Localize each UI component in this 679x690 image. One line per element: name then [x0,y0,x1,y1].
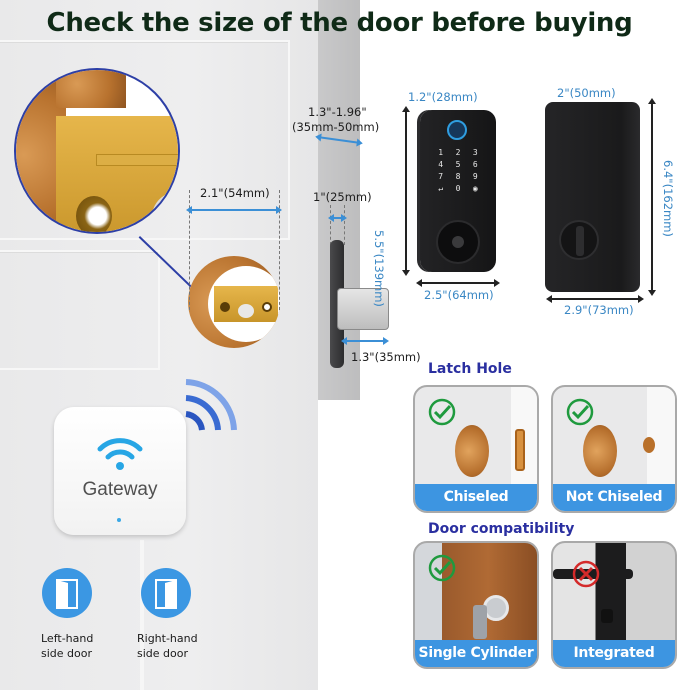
fingerprint-sensor-icon [447,120,467,140]
wood-texture [56,70,126,108]
bolt-throw-arrow [341,337,389,345]
wifi-icon [97,438,143,470]
keypad-key: 9 [472,172,478,181]
thumb-turn-handle [576,226,584,256]
back-height-arrow [648,98,656,296]
front-width-arrow [416,279,500,287]
keypad-key: 6 [472,160,478,169]
not-chiseled-card: Not Chiseled [551,385,677,513]
keypad-key: 5 [455,160,461,169]
bore-hole [583,425,617,477]
screw-hole [262,302,272,312]
smart-lock-front: 1 2 3 4 5 6 7 8 9 ↵ 0 ◉ [420,110,496,272]
back-height-dimension: 6.4"(162mm) [661,160,675,237]
front-height-arrow [402,106,410,276]
backset-dimension: 2.1"(54mm) [200,186,270,200]
back-width-arrow [546,295,644,303]
keypad-key: 1 [438,148,444,157]
keypad-key: 0 [455,184,461,193]
door-molding [0,250,160,370]
dimension-guide [279,190,280,310]
keypad-key: 4 [438,160,444,169]
front-depth-dimension: 1.2"(28mm) [408,90,478,104]
gateway-label: Gateway [82,479,158,500]
chiseled-latch-hole [515,429,525,471]
keypad-key-enter-icon: ↵ [438,184,444,193]
front-height-dimension: 5.5"(139mm) [372,230,386,307]
dimension-guide [330,205,331,245]
latch-small [188,256,280,348]
gateway-device: Gateway [54,407,186,535]
left-hand-door-icon [42,568,92,618]
right-hand-door-icon [141,568,191,618]
bolt-throw-dimension: 1.3"(35mm) [351,350,421,364]
latch-bolt-end [152,192,178,232]
label-line: Right-hand [137,632,198,645]
thumb-knob [601,609,613,623]
keypad-key-lock-icon: ◉ [472,184,478,193]
backset-arrow [186,206,282,214]
dimension-guide [344,205,345,245]
key-icon [473,605,487,639]
latch-plate [56,116,178,232]
chiseled-card: Chiseled [413,385,539,513]
door-compatibility-heading: Door compatibility [428,521,575,537]
latch-plate [214,286,278,322]
key-cylinder [436,220,480,264]
back-depth-dimension: 2"(50mm) [557,86,616,100]
front-width-dimension: 2.5"(64mm) [424,288,494,302]
screw-hole [220,302,230,312]
card-caption: Not Chiseled [553,484,675,511]
latch-slot [96,154,178,166]
integrated-card: Integrated [551,541,677,669]
wireless-signal-icon [185,379,237,431]
check-icon [428,398,456,426]
right-hand-label: Right-hand side door [137,631,198,661]
card-caption: Integrated [553,640,675,667]
keypad-key: 2 [455,148,461,157]
card-caption: Chiseled [415,484,537,511]
faceplate-width-dimension: 1"(25mm) [313,190,372,204]
check-icon [566,398,594,426]
label-line: side door [41,647,92,660]
keypad-key: 3 [472,148,478,157]
single-cylinder-card: Single Cylinder [413,541,539,669]
keyhole-icon [452,236,464,248]
lever-handle [553,569,633,579]
left-hand-label: Left-hand side door [41,631,93,661]
label-line: Left-hand [41,632,94,645]
cross-icon [572,560,600,588]
door-panel-line [140,540,144,690]
round-latch-hole [643,437,655,453]
page-title: Check the size of the door before buying [46,8,633,38]
latch-bolt [238,304,254,318]
dimension-guide [189,190,190,310]
door-thickness-dimension-metric: (35mm-50mm) [292,120,380,134]
card-caption: Single Cylinder [415,640,537,667]
bore-hole [455,425,489,477]
thumb-turn [559,220,599,260]
check-icon [428,554,456,582]
keypad-key: 7 [438,172,444,181]
deadbolt [337,288,389,330]
faceplate-arrow [328,214,347,222]
latch-magnifier [14,68,180,234]
keypad-key: 8 [455,172,461,181]
back-width-dimension: 2.9"(73mm) [564,303,634,317]
door-molding [0,40,290,240]
status-led [117,518,121,522]
latch-hole-heading: Latch Hole [428,361,512,377]
label-line: side door [137,647,188,660]
smart-lock-back [545,102,640,292]
keypad: 1 2 3 4 5 6 7 8 9 ↵ 0 ◉ [432,148,484,193]
door-thickness-dimension: 1.3"-1.96" [308,105,367,119]
latch-screw-hole [76,196,112,232]
